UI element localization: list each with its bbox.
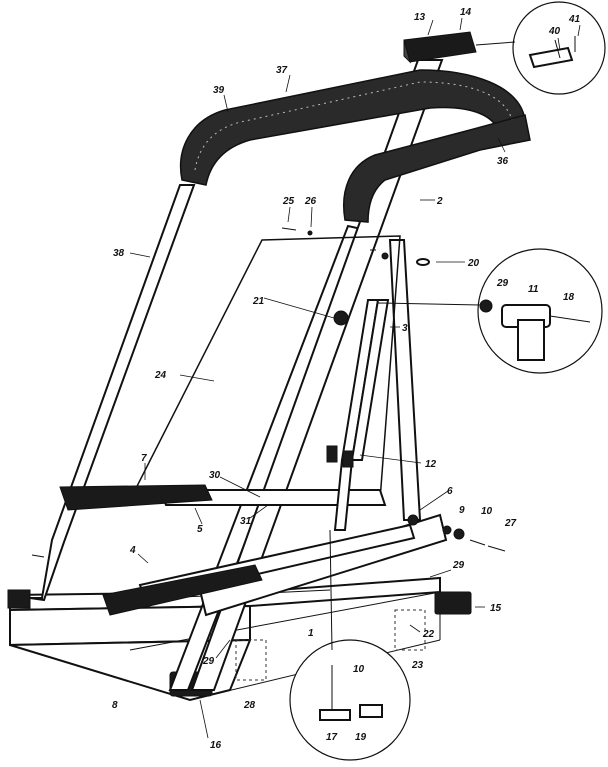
fasteners-right (453, 528, 506, 552)
bracket-parts-ghosted (235, 609, 426, 681)
callout-3: 3 (402, 323, 408, 334)
callout-37: 37 (276, 65, 288, 76)
callout-10-inset: 10 (353, 664, 365, 675)
callout-17: 17 (326, 732, 338, 743)
callout-28: 28 (243, 700, 256, 711)
callout-38: 38 (113, 248, 125, 259)
callout-36: 36 (497, 156, 509, 167)
fasteners-top (281, 227, 430, 266)
hydraulic-cylinders (326, 299, 390, 531)
detail-inset-tension (377, 248, 603, 374)
callout-11: 11 (528, 284, 539, 295)
callout-1: 1 (308, 628, 314, 639)
handlebar-foam (179, 69, 531, 223)
callout-26: 26 (304, 196, 317, 207)
callout-29-inset: 29 (496, 278, 509, 289)
callout-10: 10 (481, 506, 493, 517)
detail-inset-bracket (289, 529, 411, 761)
callout-16: 16 (210, 740, 222, 751)
top-console (403, 31, 477, 64)
left-frame-tube (29, 184, 196, 602)
callout-13: 13 (414, 12, 426, 23)
main-mast (190, 59, 444, 691)
callout-23: 23 (411, 660, 424, 671)
callout-7: 7 (141, 453, 147, 464)
tension-knob (333, 310, 349, 326)
callout-15: 15 (490, 603, 502, 614)
callout-29-left: 29 (202, 656, 215, 667)
callout-19: 19 (355, 732, 367, 743)
callout-18: 18 (563, 292, 575, 303)
callout-30: 30 (209, 470, 221, 481)
callout-27: 27 (504, 518, 517, 529)
callout-39: 39 (213, 85, 225, 96)
callout-40: 40 (548, 26, 561, 37)
left-pedal (59, 484, 213, 511)
callout-9: 9 (459, 505, 465, 516)
callout-41: 41 (568, 14, 581, 25)
rear-support (388, 239, 422, 521)
right-pedal (102, 564, 263, 616)
callout-2: 2 (436, 196, 443, 207)
callout-29-right: 29 (452, 560, 465, 571)
callout-20: 20 (467, 258, 480, 269)
foot-cap-left-rear (7, 589, 31, 609)
callout-labels: 13 14 40 41 37 39 36 2 38 25 26 20 29 11… (112, 7, 581, 751)
callout-24: 24 (154, 370, 167, 381)
callout-22: 22 (422, 629, 435, 640)
callout-8: 8 (112, 700, 118, 711)
callout-5: 5 (197, 524, 203, 535)
foot-cap-right (434, 591, 472, 615)
leader-lines (129, 17, 581, 739)
detail-inset-bolts (475, 1, 606, 95)
callout-12: 12 (425, 459, 437, 470)
callout-21: 21 (252, 296, 265, 307)
callout-4: 4 (129, 545, 136, 556)
callout-14: 14 (460, 7, 472, 18)
callout-6: 6 (447, 486, 453, 497)
callout-25: 25 (282, 196, 295, 207)
callout-31: 31 (240, 516, 252, 527)
